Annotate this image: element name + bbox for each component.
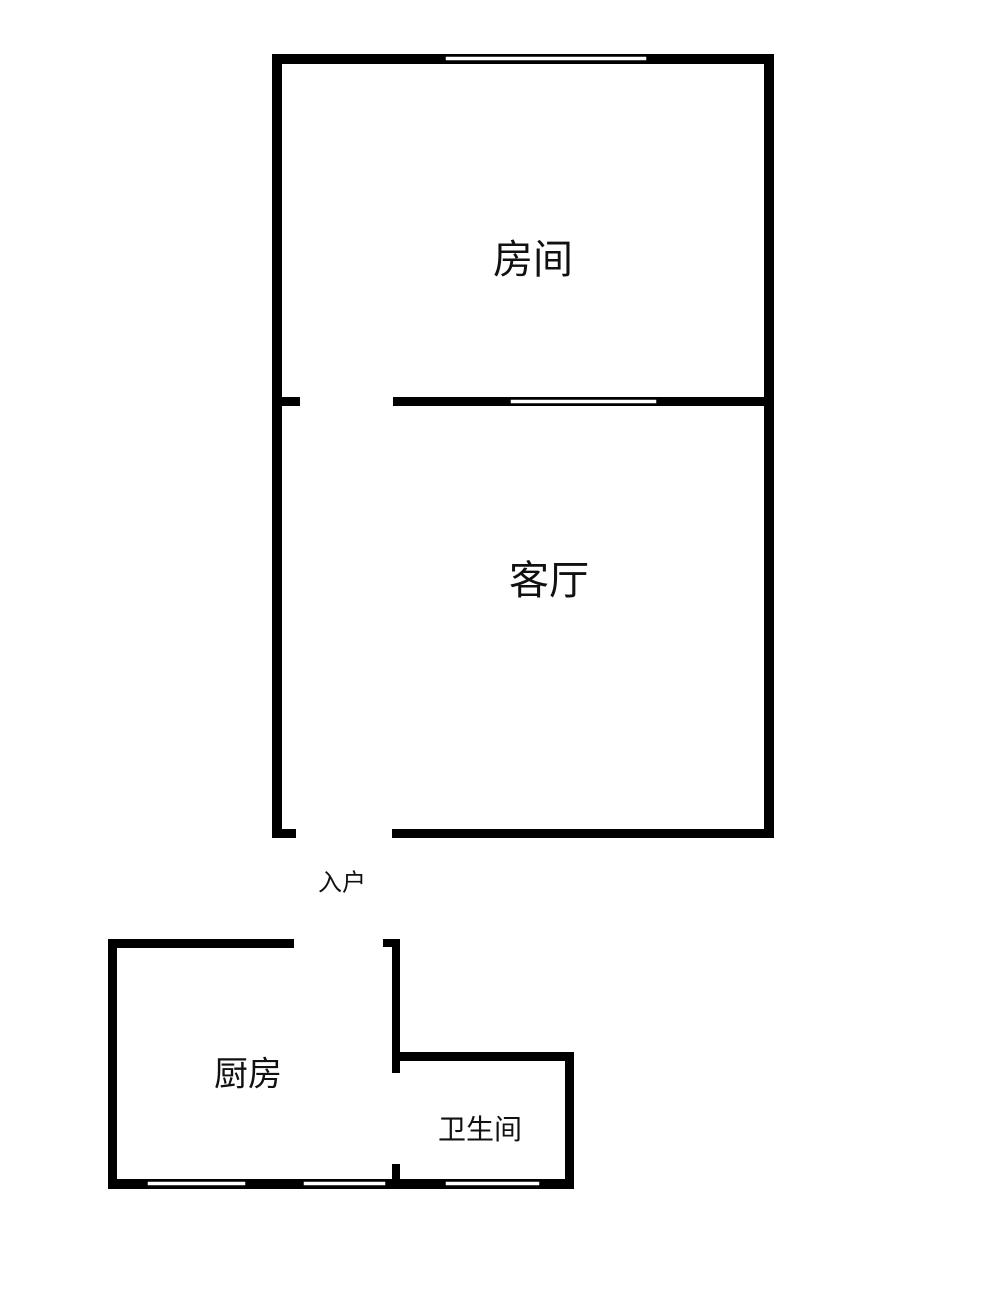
wall-middle-left-stub <box>272 397 300 406</box>
room-label-kitchen: 厨房 <box>214 1054 282 1095</box>
wall-left <box>272 54 282 838</box>
window-bathroom <box>444 1180 541 1187</box>
partition-stub <box>392 1164 400 1188</box>
windows <box>146 55 658 1187</box>
window-kitchen-2 <box>302 1180 387 1187</box>
wall-bottom-left-stub <box>272 829 296 838</box>
kitchen-wall-top <box>108 939 294 948</box>
wall-right <box>764 54 774 838</box>
bathroom-wall-right <box>565 1052 574 1189</box>
kitchen-wall-top-right-stub <box>383 939 400 947</box>
bathroom-wall-top <box>392 1052 574 1061</box>
window-kitchen-1 <box>146 1180 247 1187</box>
window-bedroom <box>444 55 648 62</box>
wall-bottom <box>392 829 774 838</box>
kitchen-wall-left <box>108 939 117 1189</box>
kitchen-wall-right <box>392 939 400 1073</box>
room-label-bathroom: 卫生间 <box>437 1113 523 1146</box>
window-internal <box>509 398 658 405</box>
room-label-bedroom: 房间 <box>493 237 573 283</box>
walls <box>108 54 774 1189</box>
room-label-living-room: 客厅 <box>509 558 589 604</box>
label-entrance: 入户 <box>318 868 366 897</box>
